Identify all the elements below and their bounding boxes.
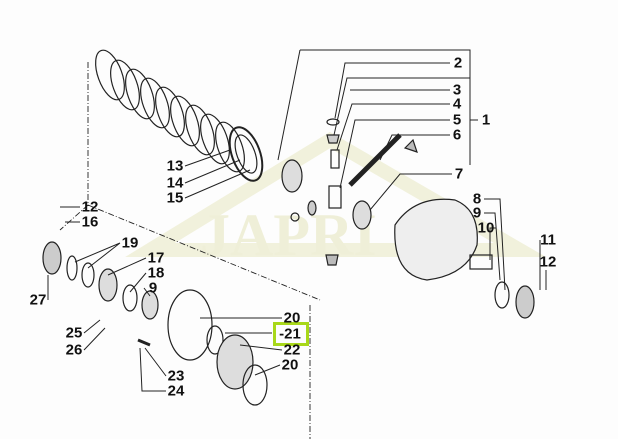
- callout-16[interactable]: 16: [81, 213, 99, 231]
- pinion-gear-left: [307, 200, 317, 216]
- bearing-cone: [141, 290, 159, 320]
- callout-15[interactable]: 15: [166, 189, 184, 207]
- callout-7[interactable]: 7: [454, 165, 464, 183]
- callout-21[interactable]: -21: [279, 325, 301, 343]
- callout-1[interactable]: 1: [481, 111, 491, 129]
- assembly-frame: [59, 62, 321, 439]
- cover: [242, 364, 268, 406]
- callout-13[interactable]: 13: [166, 157, 184, 175]
- shim: [122, 284, 138, 312]
- watermark-shape: [125, 131, 547, 257]
- callout-14[interactable]: 14: [166, 174, 184, 192]
- callout-2[interactable]: 2: [453, 54, 463, 72]
- ring-gear: [352, 200, 372, 230]
- ring-nut-right: [515, 285, 535, 319]
- watermark-text: JAPRI: [200, 202, 377, 268]
- differential-case: [394, 198, 478, 281]
- callout-12[interactable]: 12: [539, 253, 557, 271]
- callout-8[interactable]: 8: [472, 190, 482, 208]
- callout-22[interactable]: 22: [283, 341, 301, 359]
- bearing-right: [494, 281, 510, 309]
- callout-5[interactable]: 5: [452, 111, 462, 129]
- pinion-gear-lower: [325, 254, 339, 266]
- washer-left: [290, 212, 300, 222]
- callout-11[interactable]: 11: [540, 231, 556, 249]
- callout-12-left[interactable]: 12: [81, 198, 99, 216]
- callout-20-lower[interactable]: 20: [281, 356, 299, 374]
- callout-26[interactable]: 26: [65, 341, 83, 359]
- callout-6[interactable]: 6: [452, 126, 462, 144]
- callout-3[interactable]: 3: [452, 81, 462, 99]
- side-gear: [281, 159, 303, 193]
- bolt: [137, 338, 151, 347]
- cross-shaft-block: [328, 185, 342, 209]
- seal-ring: [81, 262, 95, 288]
- callout-9-left[interactable]: 9: [148, 279, 158, 297]
- bushing: [330, 149, 340, 169]
- ring-nut-left: [42, 241, 62, 275]
- callout-25[interactable]: 25: [65, 324, 83, 342]
- bearing-left: [98, 268, 118, 302]
- clutch-plate-stack: [95, 49, 264, 182]
- highlight-box: [273, 322, 309, 346]
- callout-17[interactable]: 17: [147, 249, 165, 267]
- flange: [167, 289, 213, 361]
- callout-24[interactable]: 24: [167, 382, 185, 400]
- case-hub: [469, 254, 493, 270]
- callout-18[interactable]: 18: [147, 264, 165, 282]
- callout-10[interactable]: 10: [477, 219, 495, 237]
- washer: [326, 118, 340, 126]
- pinion-gear-right: [403, 138, 418, 153]
- callout-23[interactable]: 23: [167, 367, 185, 385]
- callout-9[interactable]: 9: [472, 204, 482, 222]
- callout-4[interactable]: 4: [452, 95, 462, 113]
- pinion-gear: [326, 134, 340, 144]
- callout-20[interactable]: 20: [283, 309, 301, 327]
- leader-lines: [47, 49, 547, 392]
- o-ring: [206, 325, 224, 355]
- snap-ring: [66, 255, 78, 281]
- cross-shaft: [348, 133, 402, 187]
- callout-19[interactable]: 19: [121, 234, 139, 252]
- bearing-cup: [216, 334, 254, 390]
- callout-27[interactable]: 27: [29, 291, 47, 309]
